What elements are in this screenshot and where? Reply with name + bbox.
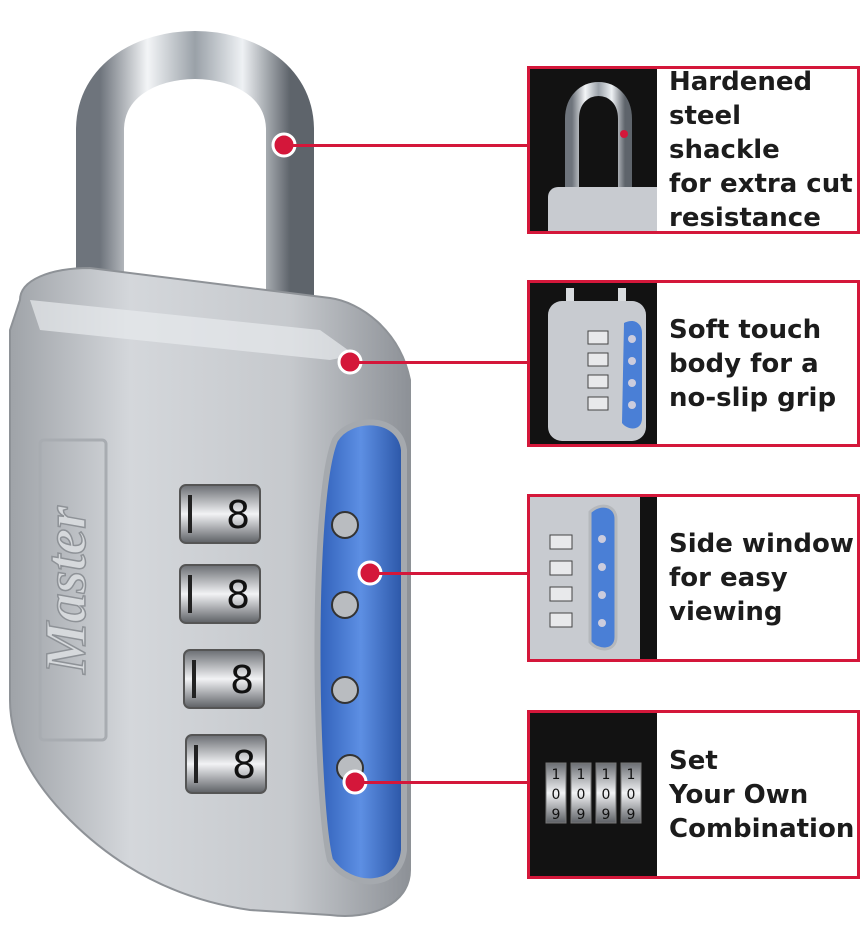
combo-digit: 1 <box>602 767 611 783</box>
combo-digit: 1 <box>552 767 561 783</box>
connector-line-combination <box>363 781 528 784</box>
combo-digit: 0 <box>552 787 561 803</box>
callout-label: Set Your Own Combination <box>669 745 855 844</box>
brand-plate <box>38 438 108 742</box>
callout-label: Hardened steel shackle for extra cut res… <box>669 67 853 233</box>
connector-line-shackle <box>292 144 528 147</box>
combo-digit: 9 <box>577 807 586 823</box>
dial-digit: 8 <box>230 658 254 702</box>
callout-shackle: Hardened steel shackle for extra cut res… <box>527 66 860 234</box>
connector-line-body <box>358 361 528 364</box>
lock-body-thumbnail-icon <box>530 283 657 444</box>
callout-label: Soft touch body for a no-slip grip <box>669 314 837 413</box>
combo-digit: 1 <box>577 767 586 783</box>
combo-digit: 9 <box>552 807 561 823</box>
dial-digit: 8 <box>226 493 250 537</box>
combo-digit: 9 <box>627 807 636 823</box>
padlock-illustration: Master 8 8 8 8 <box>9 31 411 917</box>
front-dials <box>179 484 267 794</box>
callout-combination: 1 0 9 1 0 9 1 0 9 1 0 9 Set Your Own Com… <box>527 710 860 879</box>
combo-digit: 0 <box>602 787 611 803</box>
side-window-thumbnail-icon <box>530 497 657 659</box>
callout-window: Side window for easy viewing <box>527 494 860 662</box>
window-dial-knobs <box>331 511 364 782</box>
combination-dials-thumbnail-icon: 1 0 9 1 0 9 1 0 9 1 0 9 <box>530 713 657 876</box>
shackle <box>76 31 314 340</box>
connector-line-window <box>378 572 528 575</box>
combo-digit: 1 <box>627 767 636 783</box>
side-window <box>314 419 407 885</box>
shackle-thumbnail-icon <box>530 69 657 231</box>
callout-label: Side window for easy viewing <box>669 529 854 627</box>
dial-digit: 8 <box>232 743 256 787</box>
dial-digit: 8 <box>226 573 250 617</box>
callout-body: Soft touch body for a no-slip grip <box>527 280 860 447</box>
combo-digit: 0 <box>627 787 636 803</box>
combo-digit: 9 <box>602 807 611 823</box>
brand-logo: Master <box>33 506 98 675</box>
combo-digit: 0 <box>577 787 586 803</box>
